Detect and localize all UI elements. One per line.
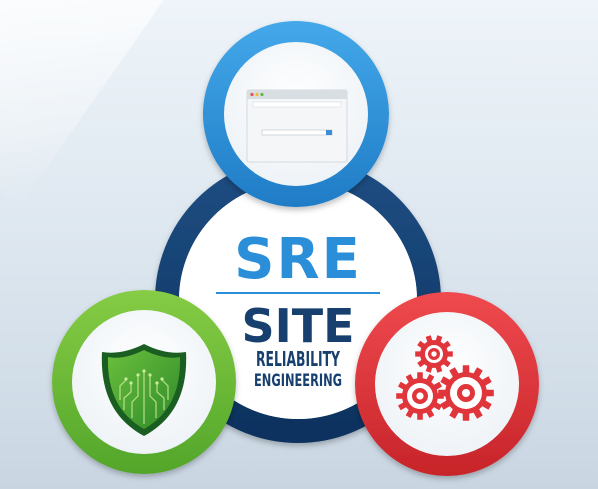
gear-small-hole <box>431 351 437 357</box>
acronym-text: SRE <box>234 227 362 292</box>
gears-node <box>355 292 539 476</box>
gear-left-hole <box>416 392 424 400</box>
title-line1: SITE <box>241 299 354 353</box>
browser-window-icon <box>246 89 348 163</box>
security-node <box>52 290 236 474</box>
title-line3: ENGINEERING <box>254 371 342 391</box>
title-line2: RELIABILITY <box>256 347 340 371</box>
gears-icon <box>396 335 494 421</box>
shield-circuit-icon <box>101 344 187 436</box>
gear-large-hole <box>461 388 471 398</box>
browser-node <box>203 21 389 207</box>
